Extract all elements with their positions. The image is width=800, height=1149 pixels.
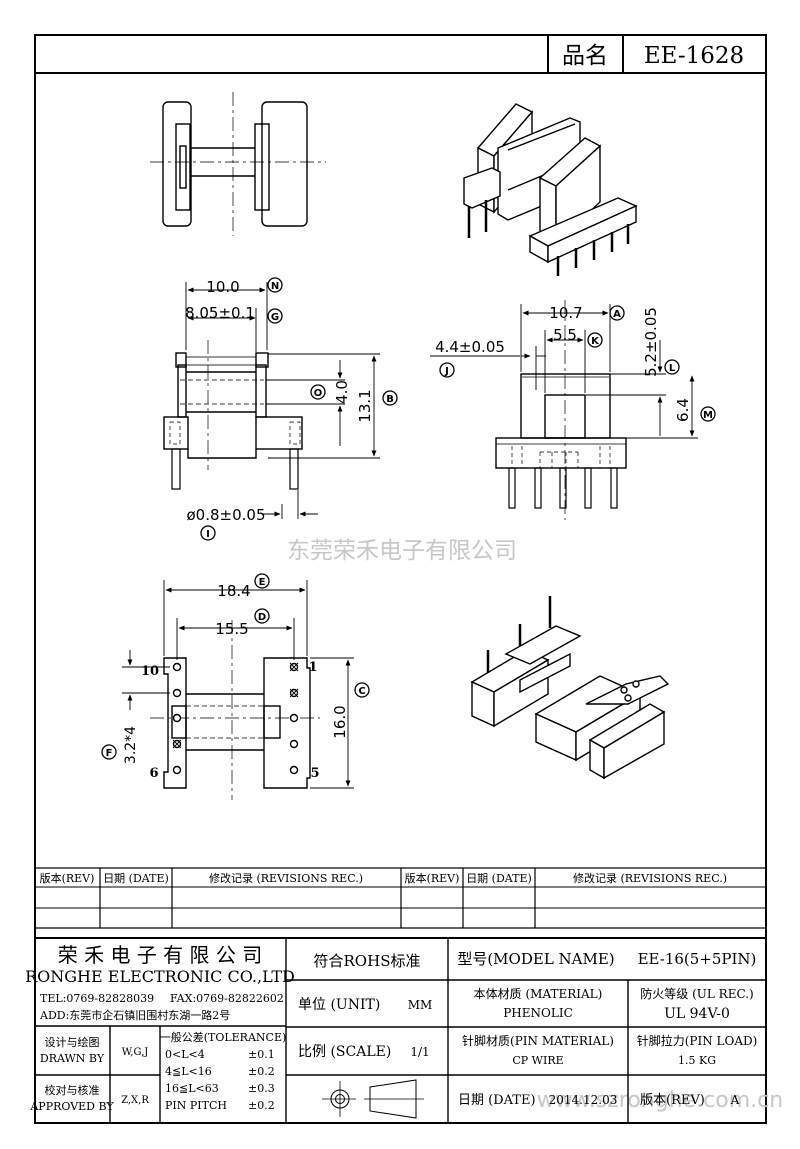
design-value: W,G,J — [122, 1047, 149, 1058]
rev-header-2: 版本(REV) — [405, 871, 460, 885]
pin-load-value: 1.5 KG — [678, 1054, 716, 1067]
dim-10-0: 10.0 — [206, 278, 239, 296]
company-address: ADD:东莞市企石镇旧围村东湖一路2号 — [39, 1008, 230, 1022]
callout-J: J — [444, 366, 449, 377]
approve-label-en: APPROVED BY — [29, 1100, 114, 1113]
unit-value: MM — [408, 998, 433, 1012]
callout-I: I — [206, 529, 210, 540]
dim-5-5: 5.5 — [553, 326, 577, 344]
pin-load-label: 针脚拉力(PIN LOAD) — [637, 1033, 758, 1048]
version-value: A — [730, 1093, 740, 1107]
approve-label-cn: 校对与核准 — [45, 1083, 100, 1097]
tolerance-range-3: 16≦L<63 — [165, 1082, 219, 1095]
callout-A: A — [613, 309, 621, 320]
unit-label: 单位 (UNIT) — [298, 997, 380, 1013]
title-block — [35, 937, 766, 1123]
pin-material-label: 针脚材质(PIN MATERIAL) — [462, 1033, 614, 1048]
tolerance-value-1: ±0.1 — [248, 1048, 275, 1061]
front-view — [495, 300, 627, 520]
date-header-1: 日期 (DATE) — [103, 872, 169, 885]
scale-value: 1/1 — [410, 1045, 429, 1059]
company-name-cn: 荣 禾 电 子 有 限 公 司 — [58, 943, 263, 967]
design-label-en: DRAWN BY — [40, 1052, 105, 1065]
side-view-dimensions — [185, 282, 380, 519]
callout-C: C — [358, 686, 365, 697]
pin-label-1: 1 — [308, 660, 317, 675]
bottom-view — [150, 620, 320, 800]
callout-O: O — [314, 388, 323, 399]
pin-material-value: CP WIRE — [512, 1054, 563, 1067]
design-label-cn: 设计与绘图 — [45, 1035, 100, 1049]
callout-G: G — [271, 312, 279, 323]
dim-4-0: 4.0 — [333, 380, 351, 404]
date-value: 2014.12.03 — [549, 1093, 618, 1107]
callout-E: E — [259, 577, 266, 588]
callout-B: B — [386, 394, 394, 405]
callout-N: N — [271, 281, 279, 292]
pin-label-10: 10 — [141, 664, 159, 679]
dim-10-7: 10.7 — [549, 304, 582, 322]
header-part-number: EE-1628 — [644, 43, 744, 69]
tolerance-title: 一般公差(TOLERANCE) — [160, 1030, 287, 1044]
pin-label-6: 6 — [149, 766, 158, 781]
record-header-2: 修改记录 (REVISIONS REC.) — [573, 871, 727, 885]
dim-5-2: 5.2±0.05 — [642, 307, 660, 377]
tolerance-range-2: 4≦L<16 — [165, 1065, 212, 1078]
rev-header-1: 版本(REV) — [40, 871, 95, 885]
approve-value: Z,X,R — [121, 1095, 149, 1106]
callout-circles — [101, 277, 716, 760]
fire-value: UL 94V-0 — [664, 1006, 730, 1022]
tolerance-range-4: PIN PITCH — [165, 1099, 227, 1112]
dim-18-4: 18.4 — [217, 582, 250, 600]
watermark-url: www.szronghe.com.cn — [537, 1088, 783, 1113]
dim-16-0: 16.0 — [331, 705, 349, 738]
header-block: 品名 EE-1628 — [35, 35, 766, 74]
dim-8-05: 8.05±0.1 — [185, 304, 255, 322]
dim-3-2x4: 3.2*4 — [123, 726, 139, 764]
side-view — [163, 340, 303, 490]
tolerance-range-1: 0<L<4 — [165, 1048, 205, 1061]
tolerance-value-2: ±0.2 — [248, 1065, 275, 1078]
watermark-company: 东莞荣禾电子有限公司 — [287, 538, 517, 564]
top-view — [150, 92, 326, 236]
date-header-2: 日期 (DATE) — [466, 872, 532, 885]
model-label: 型号(MODEL NAME) — [457, 950, 614, 968]
tolerance-value-4: ±0.2 — [248, 1099, 275, 1112]
date-label: 日期 (DATE) — [458, 1093, 536, 1108]
company-tel: TEL:0769-82828039 — [40, 992, 154, 1005]
callout-F: F — [106, 748, 113, 759]
rohs-text: 符合ROHS标准 — [314, 952, 421, 970]
tolerance-value-3: ±0.3 — [248, 1082, 275, 1095]
material-label: 本体材质 (MATERIAL) — [474, 987, 603, 1001]
callout-L: L — [669, 363, 676, 374]
bottom-view-dimensions — [122, 580, 354, 789]
outer-frame — [34, 34, 767, 1124]
version-label: 版本(REV) — [640, 1093, 705, 1108]
scale-label: 比例 (SCALE) — [298, 1044, 391, 1060]
dim-4-4: 4.4±0.05 — [435, 338, 505, 356]
fire-label: 防火等级 (UL REC.) — [640, 986, 753, 1001]
dim-0-8: ø0.8±0.05 — [187, 506, 266, 524]
callout-K: K — [591, 336, 600, 347]
dim-15-5: 15.5 — [215, 620, 248, 638]
header-name-label: 品名 — [562, 43, 608, 69]
iso-view-bottom — [470, 596, 670, 780]
model-value: EE-16(5+5PIN) — [638, 950, 757, 968]
iso-view-top — [463, 103, 638, 276]
callout-D: D — [258, 612, 266, 623]
dim-6-4: 6.4 — [674, 398, 692, 422]
pin-label-5: 5 — [310, 766, 319, 781]
material-value: PHENOLIC — [503, 1006, 573, 1020]
company-fax: FAX:0769-82822602 — [170, 992, 284, 1005]
dim-13-1: 13.1 — [356, 389, 374, 422]
record-header-1: 修改记录 (REVISIONS REC.) — [209, 871, 363, 885]
company-name-en: RONGHE ELECTRONIC CO.,LTD — [25, 967, 295, 986]
callout-M: M — [703, 410, 713, 421]
revision-table — [34, 867, 767, 929]
